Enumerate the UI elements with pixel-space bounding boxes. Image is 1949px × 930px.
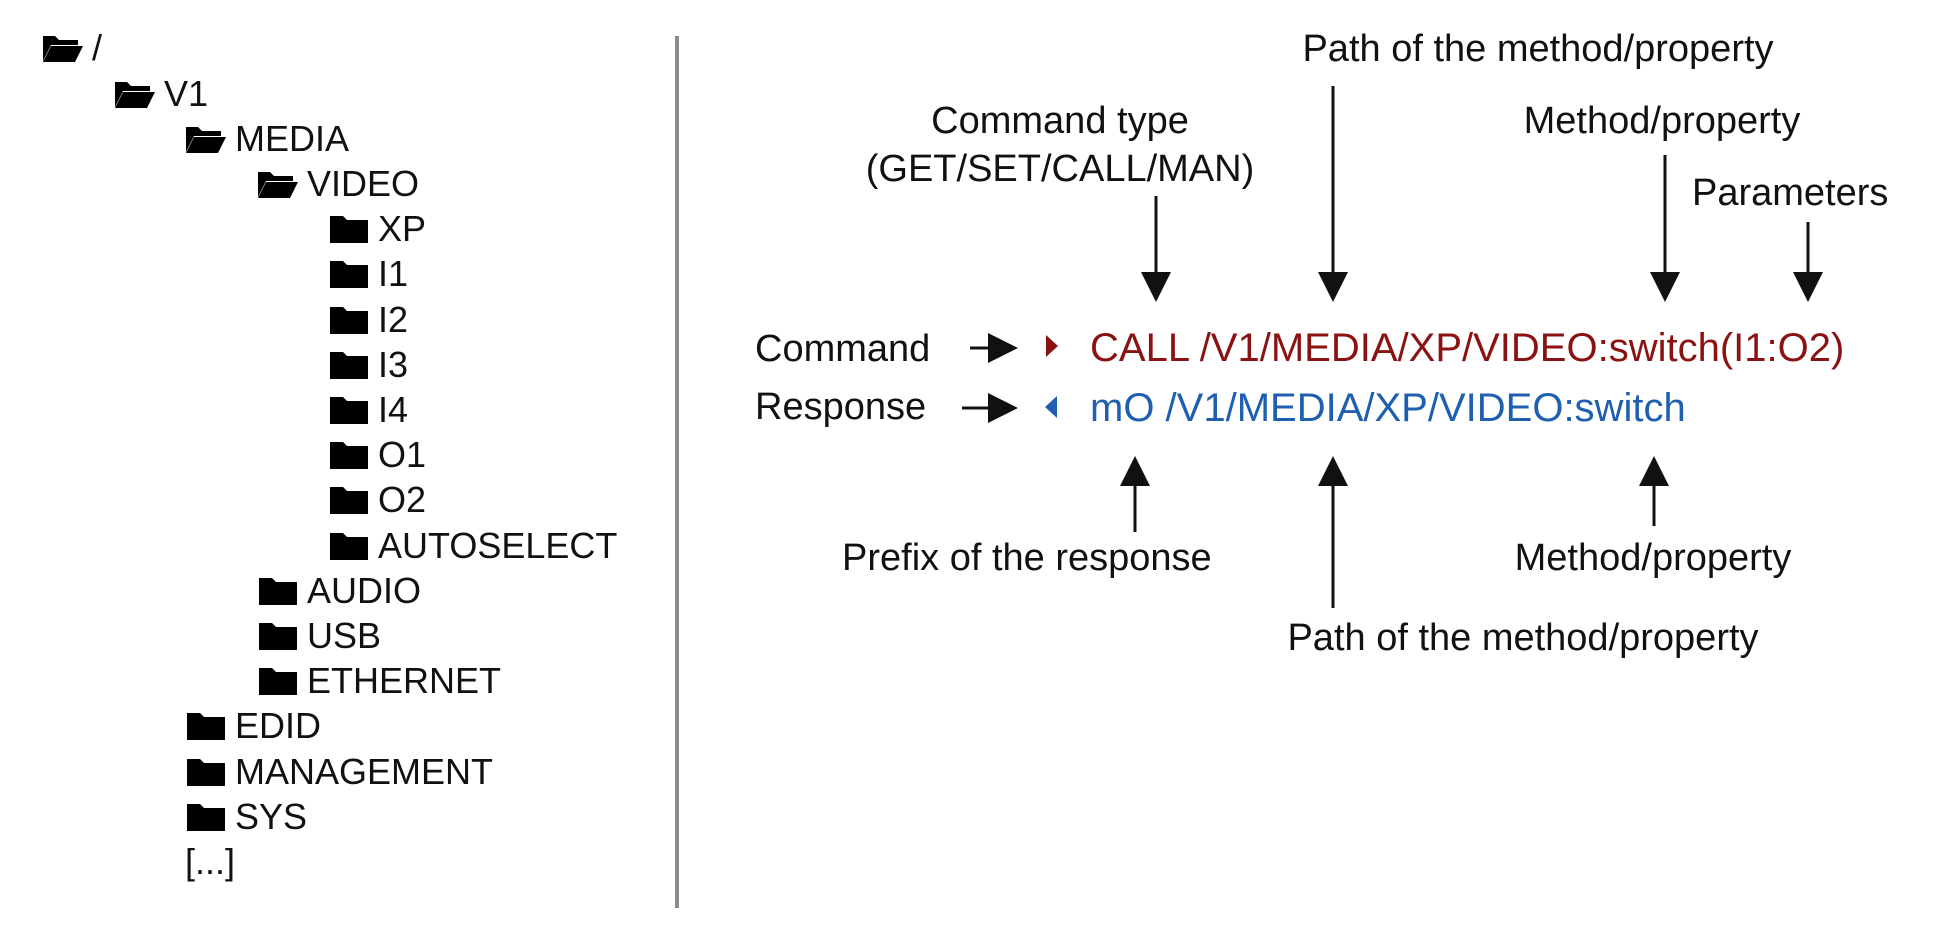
tree-item-label: O1 xyxy=(378,434,427,475)
folder-icon xyxy=(328,213,370,245)
label-command-type-options: (GET/SET/CALL/MAN) xyxy=(865,148,1255,190)
tree-item-label: I4 xyxy=(378,389,409,430)
annotation-arrows xyxy=(962,86,1823,608)
label-parameters: Parameters xyxy=(1692,172,1889,214)
tree-item-label: ETHERNET xyxy=(307,660,502,701)
folder-icon xyxy=(328,530,370,562)
tree-item-label: SYS xyxy=(235,796,308,837)
folder-open-icon xyxy=(42,32,84,64)
label-path-bottom: Path of the method/property xyxy=(1287,617,1759,659)
tree-item-i3[interactable]: I3 xyxy=(328,343,408,387)
tree-item-o2[interactable]: O2 xyxy=(328,478,426,522)
tree-item-label: MANAGEMENT xyxy=(235,751,494,792)
tree-item-label: O2 xyxy=(378,479,427,520)
tree-item-xp[interactable]: XP xyxy=(328,207,426,251)
tree-item-label: [...] xyxy=(185,841,236,882)
folder-icon xyxy=(185,801,227,833)
folder-icon xyxy=(328,484,370,516)
tree-item-v1[interactable]: V1 xyxy=(114,72,208,116)
folder-open-icon xyxy=(257,168,299,200)
command-line: CALL /V1/MEDIA/XP/VIDEO:switch(I1:O2) xyxy=(1090,326,1845,370)
tree-item-sys[interactable]: SYS xyxy=(185,795,307,839)
tree-item-label: EDID xyxy=(235,705,322,746)
tree-item-usb[interactable]: USB xyxy=(257,614,381,658)
tree-item-label: AUDIO xyxy=(307,570,422,611)
folder-icon xyxy=(185,710,227,742)
folder-open-icon xyxy=(114,78,156,110)
folder-icon xyxy=(328,258,370,290)
folder-icon xyxy=(257,665,299,697)
tree-item-media[interactable]: MEDIA xyxy=(185,117,349,161)
folder-icon xyxy=(185,756,227,788)
folder-icon xyxy=(257,620,299,652)
folder-icon xyxy=(328,394,370,426)
tree-item-label: / xyxy=(92,27,103,68)
folder-icon xyxy=(328,304,370,336)
command-syntax-diagram: Command type (GET/SET/CALL/MAN) Path of … xyxy=(700,0,1949,930)
tree-item-label: I3 xyxy=(378,344,409,385)
label-path-top: Path of the method/property xyxy=(1302,28,1774,70)
tree-item-edid[interactable]: EDID xyxy=(185,704,321,748)
triangle-left-icon xyxy=(1044,395,1058,419)
folder-open-icon xyxy=(185,123,227,155)
label-command-type: Command type xyxy=(931,100,1189,142)
folder-icon xyxy=(328,349,370,381)
tree-item-i1[interactable]: I1 xyxy=(328,252,408,296)
tree-item-autoselect[interactable]: AUTOSELECT xyxy=(328,524,617,568)
tree-item-ethernet[interactable]: ETHERNET xyxy=(257,659,501,703)
tree-item-label: AUTOSELECT xyxy=(378,525,618,566)
label-prefix: Prefix of the response xyxy=(842,537,1212,579)
vertical-divider xyxy=(675,36,679,908)
tree-item-label: I1 xyxy=(378,253,409,294)
tree-item-label: VIDEO xyxy=(307,163,420,204)
tree-item-label: USB xyxy=(307,615,382,656)
label-command: Command xyxy=(755,328,931,370)
tree-item-audio[interactable]: AUDIO xyxy=(257,569,421,613)
label-method-bottom: Method/property xyxy=(1514,537,1792,579)
label-response: Response xyxy=(755,386,927,428)
folder-icon xyxy=(328,439,370,471)
tree-item-label: I2 xyxy=(378,299,409,340)
tree-item-label: MEDIA xyxy=(235,118,350,159)
tree-item-label: XP xyxy=(378,208,427,249)
label-method-top: Method/property xyxy=(1523,100,1801,142)
tree-item-video[interactable]: VIDEO xyxy=(257,162,419,206)
tree-item-management[interactable]: MANAGEMENT xyxy=(185,750,493,794)
response-line: mO /V1/MEDIA/XP/VIDEO:switch xyxy=(1090,386,1686,430)
tree-item-label: V1 xyxy=(164,73,209,114)
folder-tree: / V1 MEDIA VIDEO XP I1 I2 xyxy=(0,0,670,930)
tree-item-o1[interactable]: O1 xyxy=(328,433,426,477)
tree-item-more: [...] xyxy=(185,840,235,884)
triangle-right-icon xyxy=(1045,334,1059,358)
tree-item-i4[interactable]: I4 xyxy=(328,388,408,432)
tree-item-i2[interactable]: I2 xyxy=(328,298,408,342)
folder-icon xyxy=(257,575,299,607)
tree-item-root[interactable]: / xyxy=(42,26,102,70)
